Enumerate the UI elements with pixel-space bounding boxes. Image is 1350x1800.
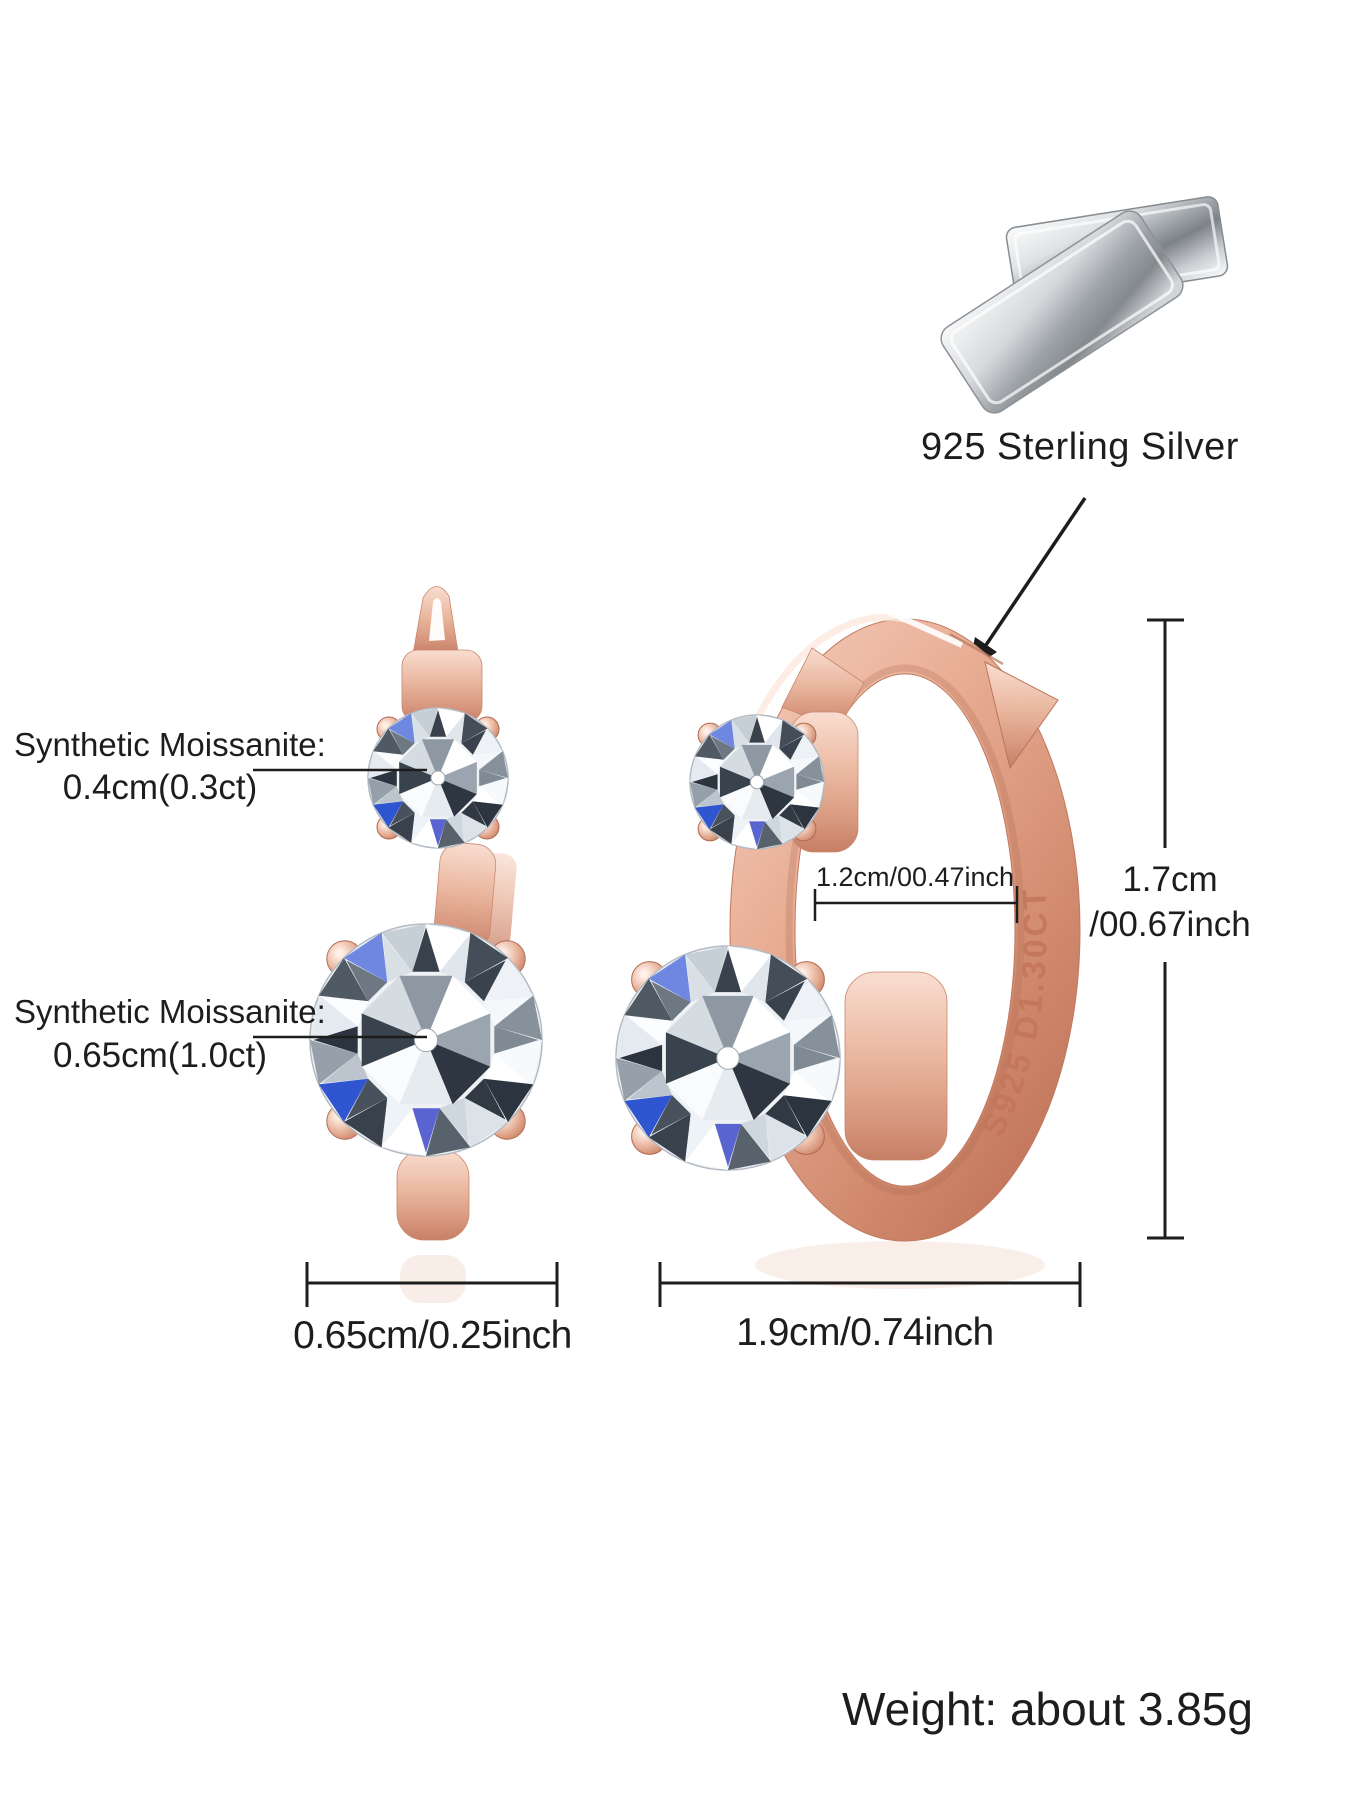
dimension-lines — [305, 618, 1184, 1307]
small-stone-left — [367, 707, 509, 849]
earring-clasp-tab — [396, 1149, 470, 1241]
large-stone-left — [309, 923, 543, 1157]
earring-reflection — [400, 1255, 466, 1303]
large-stone-basket — [844, 971, 948, 1161]
clasp-latch — [984, 661, 1059, 770]
small-stone-right — [689, 714, 825, 850]
annotation-large-stone-size: 0.65cm(1.0ct) — [53, 1036, 267, 1075]
dim-hoop-height-inch: /00.67inch — [1089, 904, 1251, 944]
material-arrow — [968, 497, 1087, 671]
annotation-large-stone-title: Synthetic Moissanite: — [14, 993, 326, 1030]
dim-line-hoop-width — [658, 1262, 1082, 1307]
leader-lines — [253, 768, 427, 1039]
annotation-small-stone-size: 0.4cm(0.3ct) — [62, 768, 258, 807]
dim-label-inner-width: 1.2cm/00.47inch — [815, 862, 1015, 892]
material-label: 925 Sterling Silver — [921, 426, 1239, 468]
left-earring — [309, 586, 543, 1303]
clasp-seam — [949, 632, 1004, 666]
dim-line-hoop-height — [1147, 618, 1184, 1240]
dim-line-left-width — [305, 1262, 559, 1307]
annotation-small-stone-title: Synthetic Moissanite: — [14, 726, 326, 763]
dim-hoop-height-cm: 1.7cm — [1122, 860, 1218, 899]
right-earring: S925 D1.30CT — [615, 605, 1081, 1289]
dim-label-left-earring-width: 0.65cm/0.25inch — [293, 1314, 572, 1357]
hoop-shadow — [755, 1241, 1045, 1289]
dim-label-hoop-height: 1.7cm /00.67inch — [1080, 858, 1260, 948]
dim-line-inner-width — [813, 886, 1019, 923]
silver-bars-icon — [940, 196, 1229, 414]
dim-label-hoop-width: 1.9cm/0.74inch — [736, 1311, 994, 1354]
weight-label: Weight: about 3.85g — [842, 1683, 1253, 1735]
large-stone-right — [615, 945, 841, 1171]
